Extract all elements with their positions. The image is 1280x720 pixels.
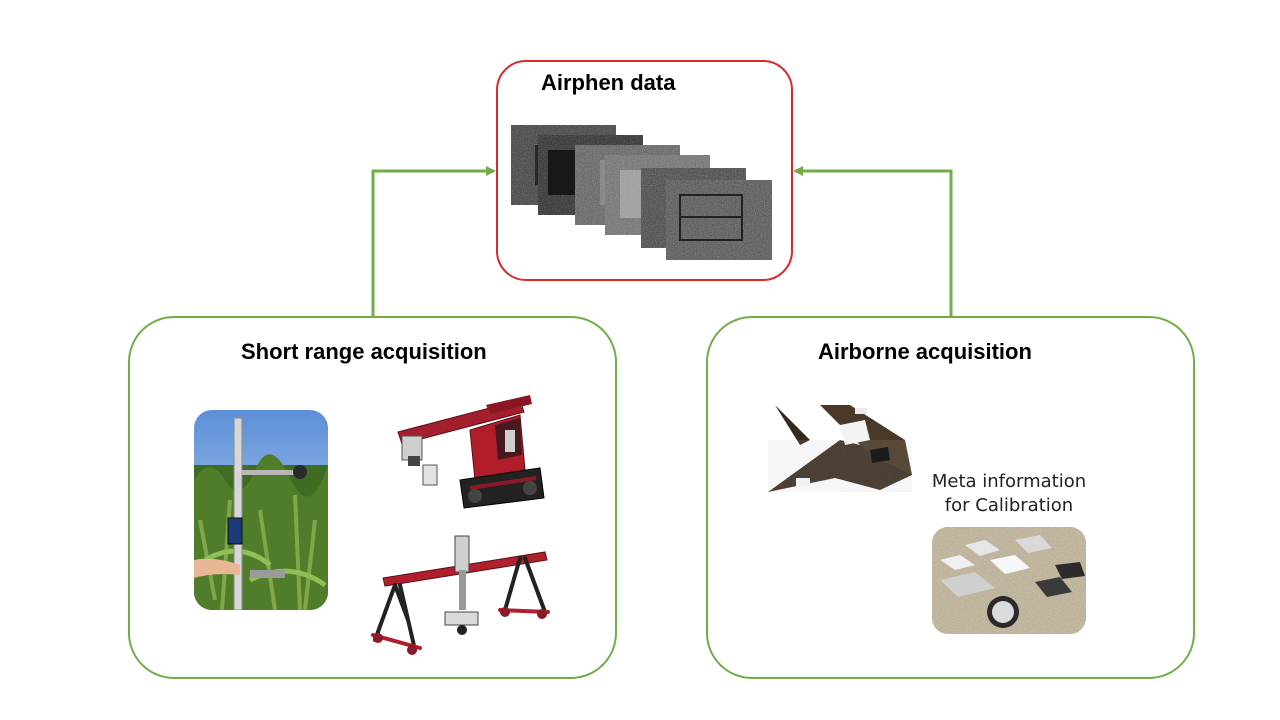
arrow-short-range-to-airphen (371, 166, 496, 316)
meta-line-1: Meta information (931, 471, 1087, 492)
airborne-acquisition-box (706, 316, 1195, 679)
meta-information-label: Meta information for Calibration (924, 470, 1094, 518)
frame-6 (666, 180, 772, 260)
arrow-airborne-to-airphen (793, 166, 953, 316)
airphen-data-title: Airphen data (541, 70, 676, 95)
meta-line-2: for Calibration (944, 495, 1074, 516)
short-range-title: Short range acquisition (241, 339, 487, 364)
airborne-title: Airborne acquisition (818, 339, 1032, 364)
